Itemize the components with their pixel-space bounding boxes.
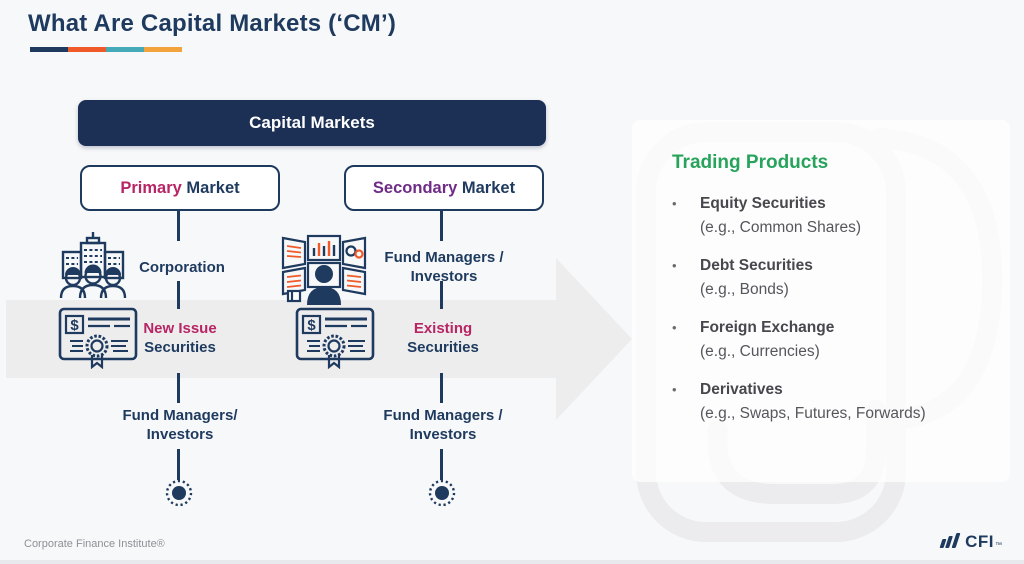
footer-attribution: Corporate Finance Institute® [24,538,165,550]
terminal-dot-icon [165,479,193,507]
svg-text:$: $ [307,317,316,334]
trading-products-heading: Trading Products [672,152,829,173]
cfi-trademark: ™ [995,542,1002,549]
list-item: • Foreign Exchange (e.g., Currencies) [672,316,992,363]
primary-row3-line1: Fund Managers/ [122,407,238,424]
connector-line [440,281,443,309]
slide-bottom-edge [0,560,1024,564]
secondary-market-highlight: Secondary [372,178,458,197]
capital-markets-label: Capital Markets [249,113,375,132]
underline-segment-navy [30,47,68,52]
connector-line [177,211,180,241]
trading-products-list: • Equity Securities (e.g., Common Shares)… [672,192,992,440]
flow-arrow-band [6,300,556,378]
connector-line [440,449,443,480]
connector-line [177,373,180,403]
secondary-market-box: Secondary Market [344,165,544,211]
securities-certificate-icon: $ [58,307,138,369]
list-item: • Equity Securities (e.g., Common Shares) [672,192,992,239]
trading-products-panel: Trading Products • Equity Securities (e.g… [632,120,1010,482]
product-name: Debt Securities [700,257,813,274]
product-name: Equity Securities [700,195,826,212]
primary-market-highlight: Primary [120,178,182,197]
secondary-row2-line2: Securities [407,339,479,356]
primary-row3-label: Fund Managers/Investors [103,406,257,444]
product-example: (e.g., Swaps, Futures, Forwards) [700,405,926,422]
secondary-row1-line1: Fund Managers / [384,249,504,266]
underline-segment-orange [68,47,106,52]
capital-markets-box: Capital Markets [78,100,546,146]
primary-row3-line2: Investors [146,426,214,443]
corporation-icon [59,232,127,299]
product-example: (e.g., Currencies) [700,343,820,360]
connector-line [440,373,443,403]
connector-line [440,211,443,241]
connector-line [177,281,180,309]
list-item: • Derivatives (e.g., Swaps, Futures, Forw… [672,378,992,425]
secondary-row2-line1: Existing [413,320,473,337]
primary-row2-line2: Securities [144,339,216,356]
svg-text:$: $ [70,317,79,334]
secondary-row3-line2: Investors [409,426,477,443]
bullet-icon: • [672,320,677,335]
product-name: Foreign Exchange [700,319,835,336]
title-underline [30,47,182,52]
primary-market-rest: Market [181,178,240,197]
bullet-icon: • [672,258,677,273]
secondary-row3-line1: Fund Managers / [383,407,503,424]
secondary-market-rest: Market [457,178,516,197]
list-item: • Debt Securities (e.g., Bonds) [672,254,992,301]
underline-segment-amber [144,47,182,52]
cfi-logo: CFI ™ [939,532,1002,551]
terminal-dot-icon [428,479,456,507]
bullet-icon: • [672,382,677,397]
cfi-logo-text: CFI [965,532,994,551]
primary-market-box: Primary Market [80,165,280,211]
underline-segment-teal [106,47,144,52]
secondary-row3-label: Fund Managers / Investors [366,406,520,444]
securities-certificate-icon: $ [295,307,375,369]
product-example: (e.g., Common Shares) [700,219,862,236]
page-title: What Are Capital Markets (‘CM’) [28,10,397,37]
primary-row1-label: Corporation [139,259,225,276]
connector-line [177,449,180,480]
cfi-bars-icon [939,533,961,550]
primary-row2-line1: New Issue [143,320,217,337]
product-name: Derivatives [700,381,783,398]
bullet-icon: • [672,196,677,211]
secondary-row1-line2: Investors [410,268,478,285]
product-example: (e.g., Bonds) [700,281,789,298]
secondary-row1-label: Fund Managers / Investors [366,248,522,286]
fund-manager-trader-icon [281,234,367,305]
flow-arrow-head [556,258,632,420]
